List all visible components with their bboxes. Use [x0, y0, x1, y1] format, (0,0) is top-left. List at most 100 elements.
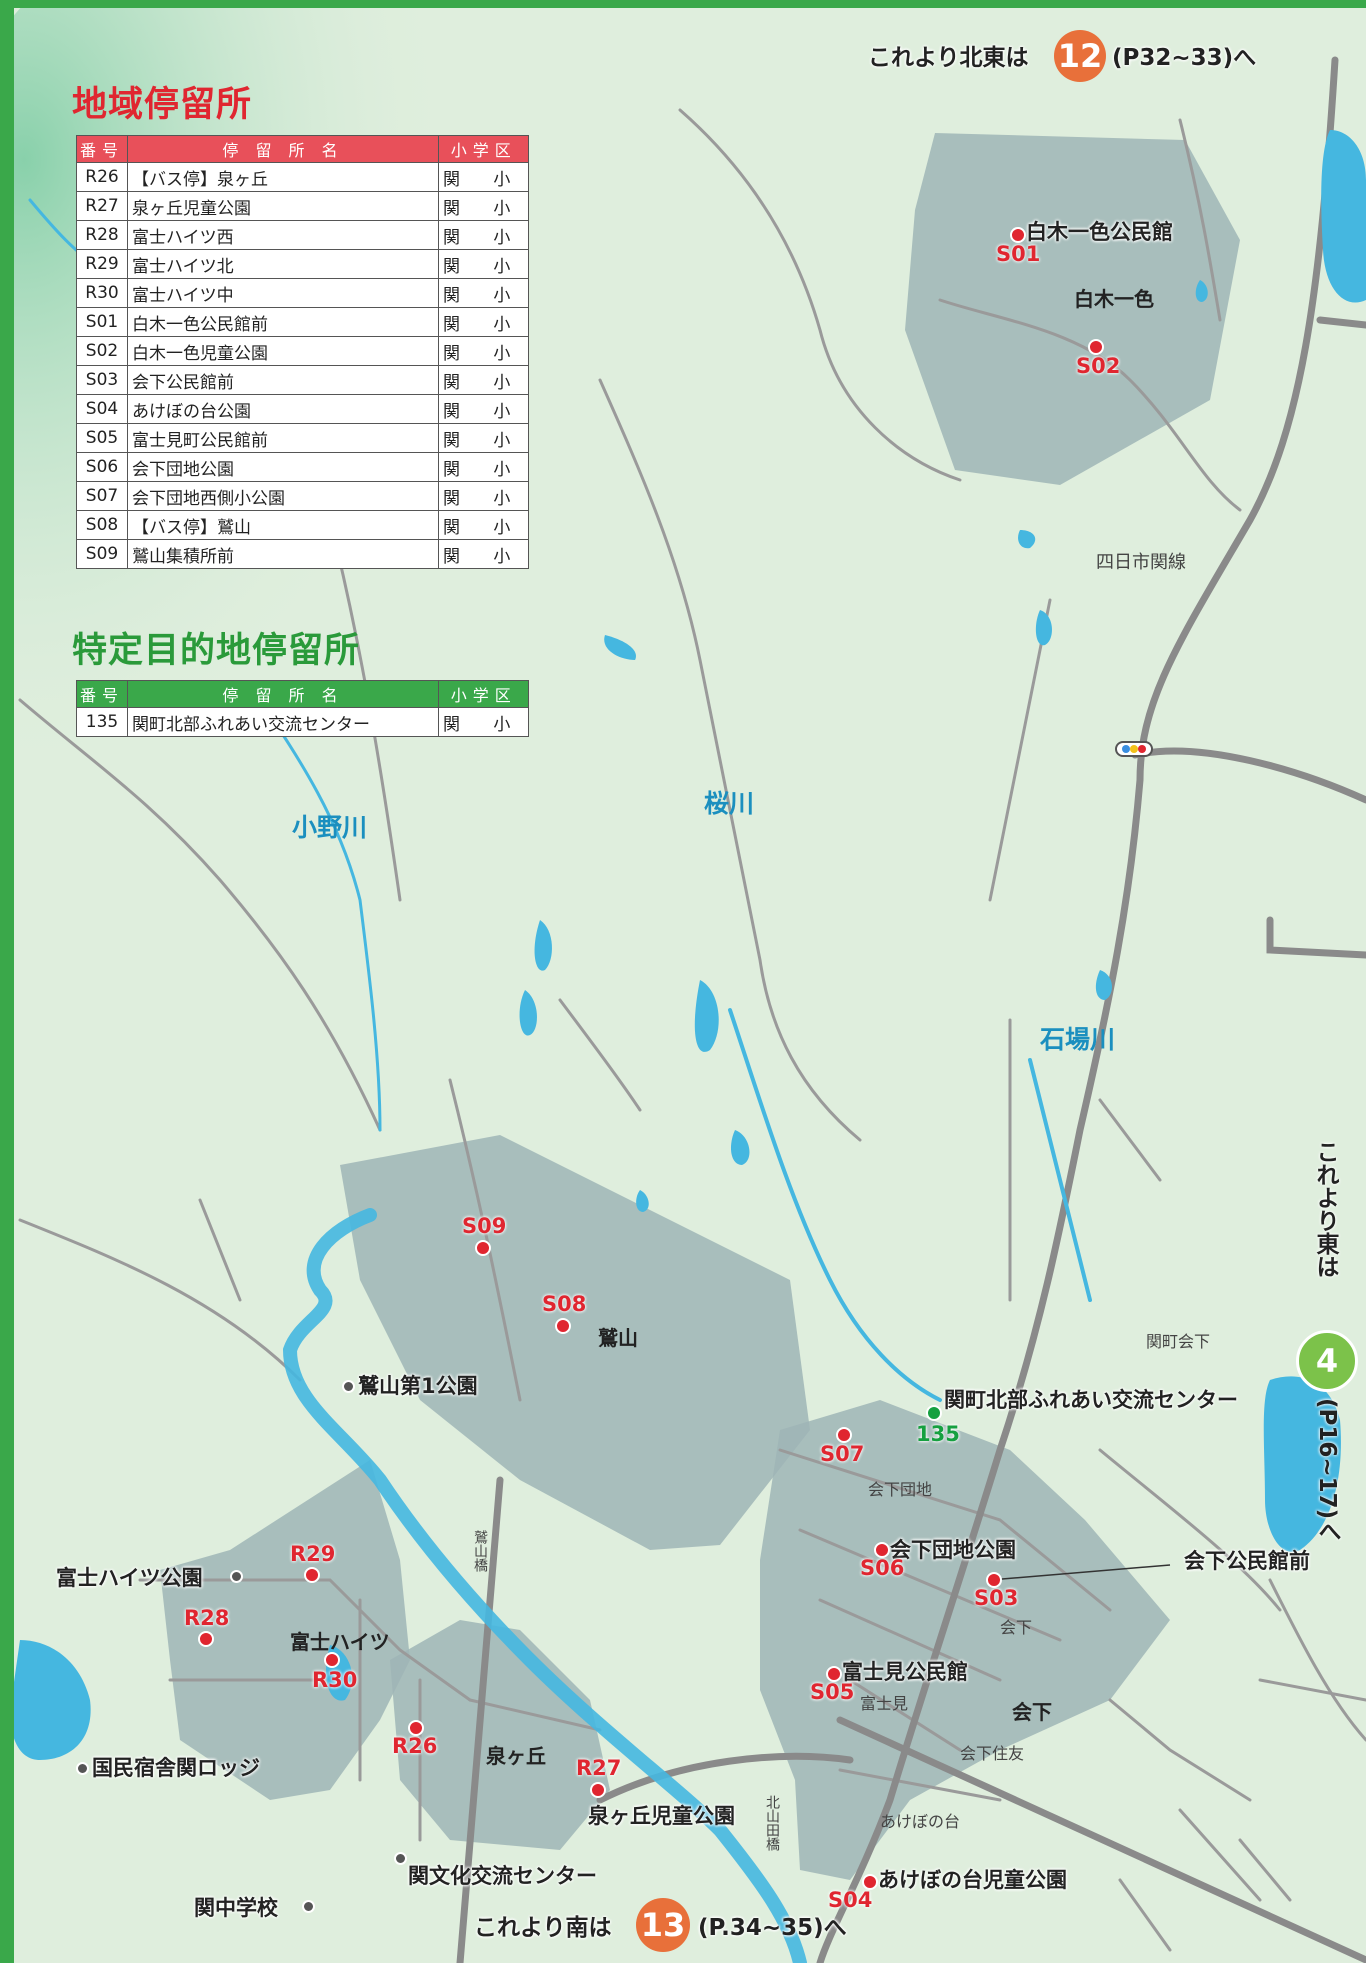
stop-code: S09	[462, 1214, 507, 1238]
stop-label: 富士見公民館	[842, 1660, 968, 1684]
stop-cell-num: S06	[76, 452, 128, 482]
stop-marker	[324, 1652, 340, 1668]
direction-south-text: これより南は	[474, 1915, 612, 1941]
traffic-signal-icon	[1115, 741, 1153, 757]
map-page-badge-13: 13	[636, 1898, 690, 1952]
landmark-dot	[342, 1380, 355, 1393]
ponds	[10, 130, 1366, 1760]
stop-marker	[986, 1572, 1002, 1588]
stop-cell-num: S05	[76, 423, 128, 453]
area-label-izumigaoka: 泉ヶ丘	[486, 1744, 546, 1768]
special-stop-cell-name: 関町北部ふれあい交流センター	[127, 707, 439, 737]
direction-east-text: これより東は	[1312, 1140, 1338, 1278]
area-label-fujimi: 富士見	[860, 1694, 909, 1713]
stop-code: R26	[392, 1734, 438, 1758]
stop-marker	[198, 1631, 214, 1647]
stop-code: 135	[916, 1422, 960, 1446]
stop-cell-name: 【バス停】鷲山	[127, 510, 439, 540]
road-label-yokkaichi: 四日市関線	[1096, 552, 1186, 573]
stop-cell-num: R27	[76, 191, 128, 221]
area-label-eshita-small: 会下	[1000, 1618, 1033, 1637]
river-label-ono: 小野川	[292, 813, 368, 842]
area-eshita	[760, 1400, 1170, 1880]
stop-code: R27	[576, 1756, 622, 1780]
area-washiyama	[340, 1135, 810, 1550]
area-fujiheights	[160, 1460, 410, 1800]
landmark-dot	[76, 1762, 89, 1775]
stop-cell-name: 富士ハイツ西	[127, 220, 439, 250]
stop-marker	[826, 1666, 842, 1682]
direction-south-pages: (P.34~35)へ	[698, 1915, 847, 1941]
stop-cell-school: 関 小	[437, 510, 530, 540]
stop-code: R28	[184, 1606, 230, 1630]
stop-marker	[926, 1405, 942, 1421]
stop-marker	[1088, 339, 1104, 355]
stop-cell-name: 会下公民館前	[127, 365, 439, 395]
stop-cell-num: S01	[76, 307, 128, 337]
col-header-name: 停 留 所 名	[127, 680, 439, 708]
stop-cell-name: 富士ハイツ北	[127, 249, 439, 279]
stop-cell-name: あけぼの台公園	[127, 394, 439, 424]
col-header-num: 番号	[76, 680, 128, 708]
direction-northeast-text: これより北東は	[868, 45, 1029, 71]
area-label-shiroki: 白木一色	[1074, 287, 1154, 311]
stop-cell-name: 会下団地公園	[127, 452, 439, 482]
stop-cell-school: 関 小	[437, 307, 530, 337]
area-label-eshita-danchi: 会下団地	[868, 1480, 933, 1499]
area-label-fujiheights: 富士ハイツ	[290, 1630, 390, 1654]
stop-cell-num: S02	[76, 336, 128, 366]
stop-cell-school: 関 小	[437, 481, 530, 511]
stop-cell-num: S09	[76, 539, 128, 569]
landmark-label: 関中学校	[194, 1896, 278, 1920]
stop-code: S03	[974, 1586, 1019, 1610]
stop-cell-num: R28	[76, 220, 128, 250]
stop-cell-school: 関 小	[437, 365, 530, 395]
stop-cell-school: 関 小	[437, 249, 530, 279]
stop-label: 会下公民館前	[1184, 1549, 1310, 1573]
main-roads	[456, 56, 1366, 1963]
table-row: R26【バス停】泉ヶ丘関 小	[76, 162, 530, 192]
stop-cell-num: S07	[76, 481, 128, 511]
stop-cell-name: 白木一色公民館前	[127, 307, 439, 337]
stop-marker	[862, 1874, 878, 1890]
stop-code: S02	[1076, 354, 1121, 378]
stop-code: S08	[542, 1292, 587, 1316]
stop-code: R29	[290, 1542, 336, 1566]
direction-east-pages: (P16~17)へ	[1314, 1398, 1340, 1543]
stop-cell-school: 関 小	[437, 452, 530, 482]
area-label-akebono: あけぼの台	[880, 1812, 961, 1831]
special-stop-cell-num: 135	[76, 707, 128, 737]
stop-marker	[475, 1240, 491, 1256]
col-header-name: 停 留 所 名	[127, 135, 439, 163]
stop-code: S06	[860, 1556, 905, 1580]
stop-cell-name: 富士ハイツ中	[127, 278, 439, 308]
river-label-ishiba: 石場川	[1040, 1025, 1116, 1054]
stop-cell-num: R26	[76, 162, 128, 192]
stop-cell-school: 関 小	[437, 336, 530, 366]
stop-label: 白木一色公民館	[1026, 220, 1173, 244]
leader-line-s03	[989, 1564, 1171, 1581]
stop-marker	[590, 1782, 606, 1798]
stop-cell-school: 関 小	[437, 539, 530, 569]
landmark-dot	[302, 1900, 315, 1913]
stop-cell-name: 鷲山集積所前	[127, 539, 439, 569]
area-label-washiyama: 鷲山	[598, 1326, 638, 1350]
stop-marker	[874, 1542, 890, 1558]
local-stops-title: 地域停留所	[72, 85, 253, 125]
landmark-dot	[230, 1570, 243, 1583]
stop-marker	[836, 1427, 852, 1443]
stop-cell-school: 関 小	[437, 162, 530, 192]
direction-east[interactable]: これより東は 4 (P16~17)へ	[1296, 1140, 1358, 1590]
stop-cell-school: 関 小	[437, 220, 530, 250]
